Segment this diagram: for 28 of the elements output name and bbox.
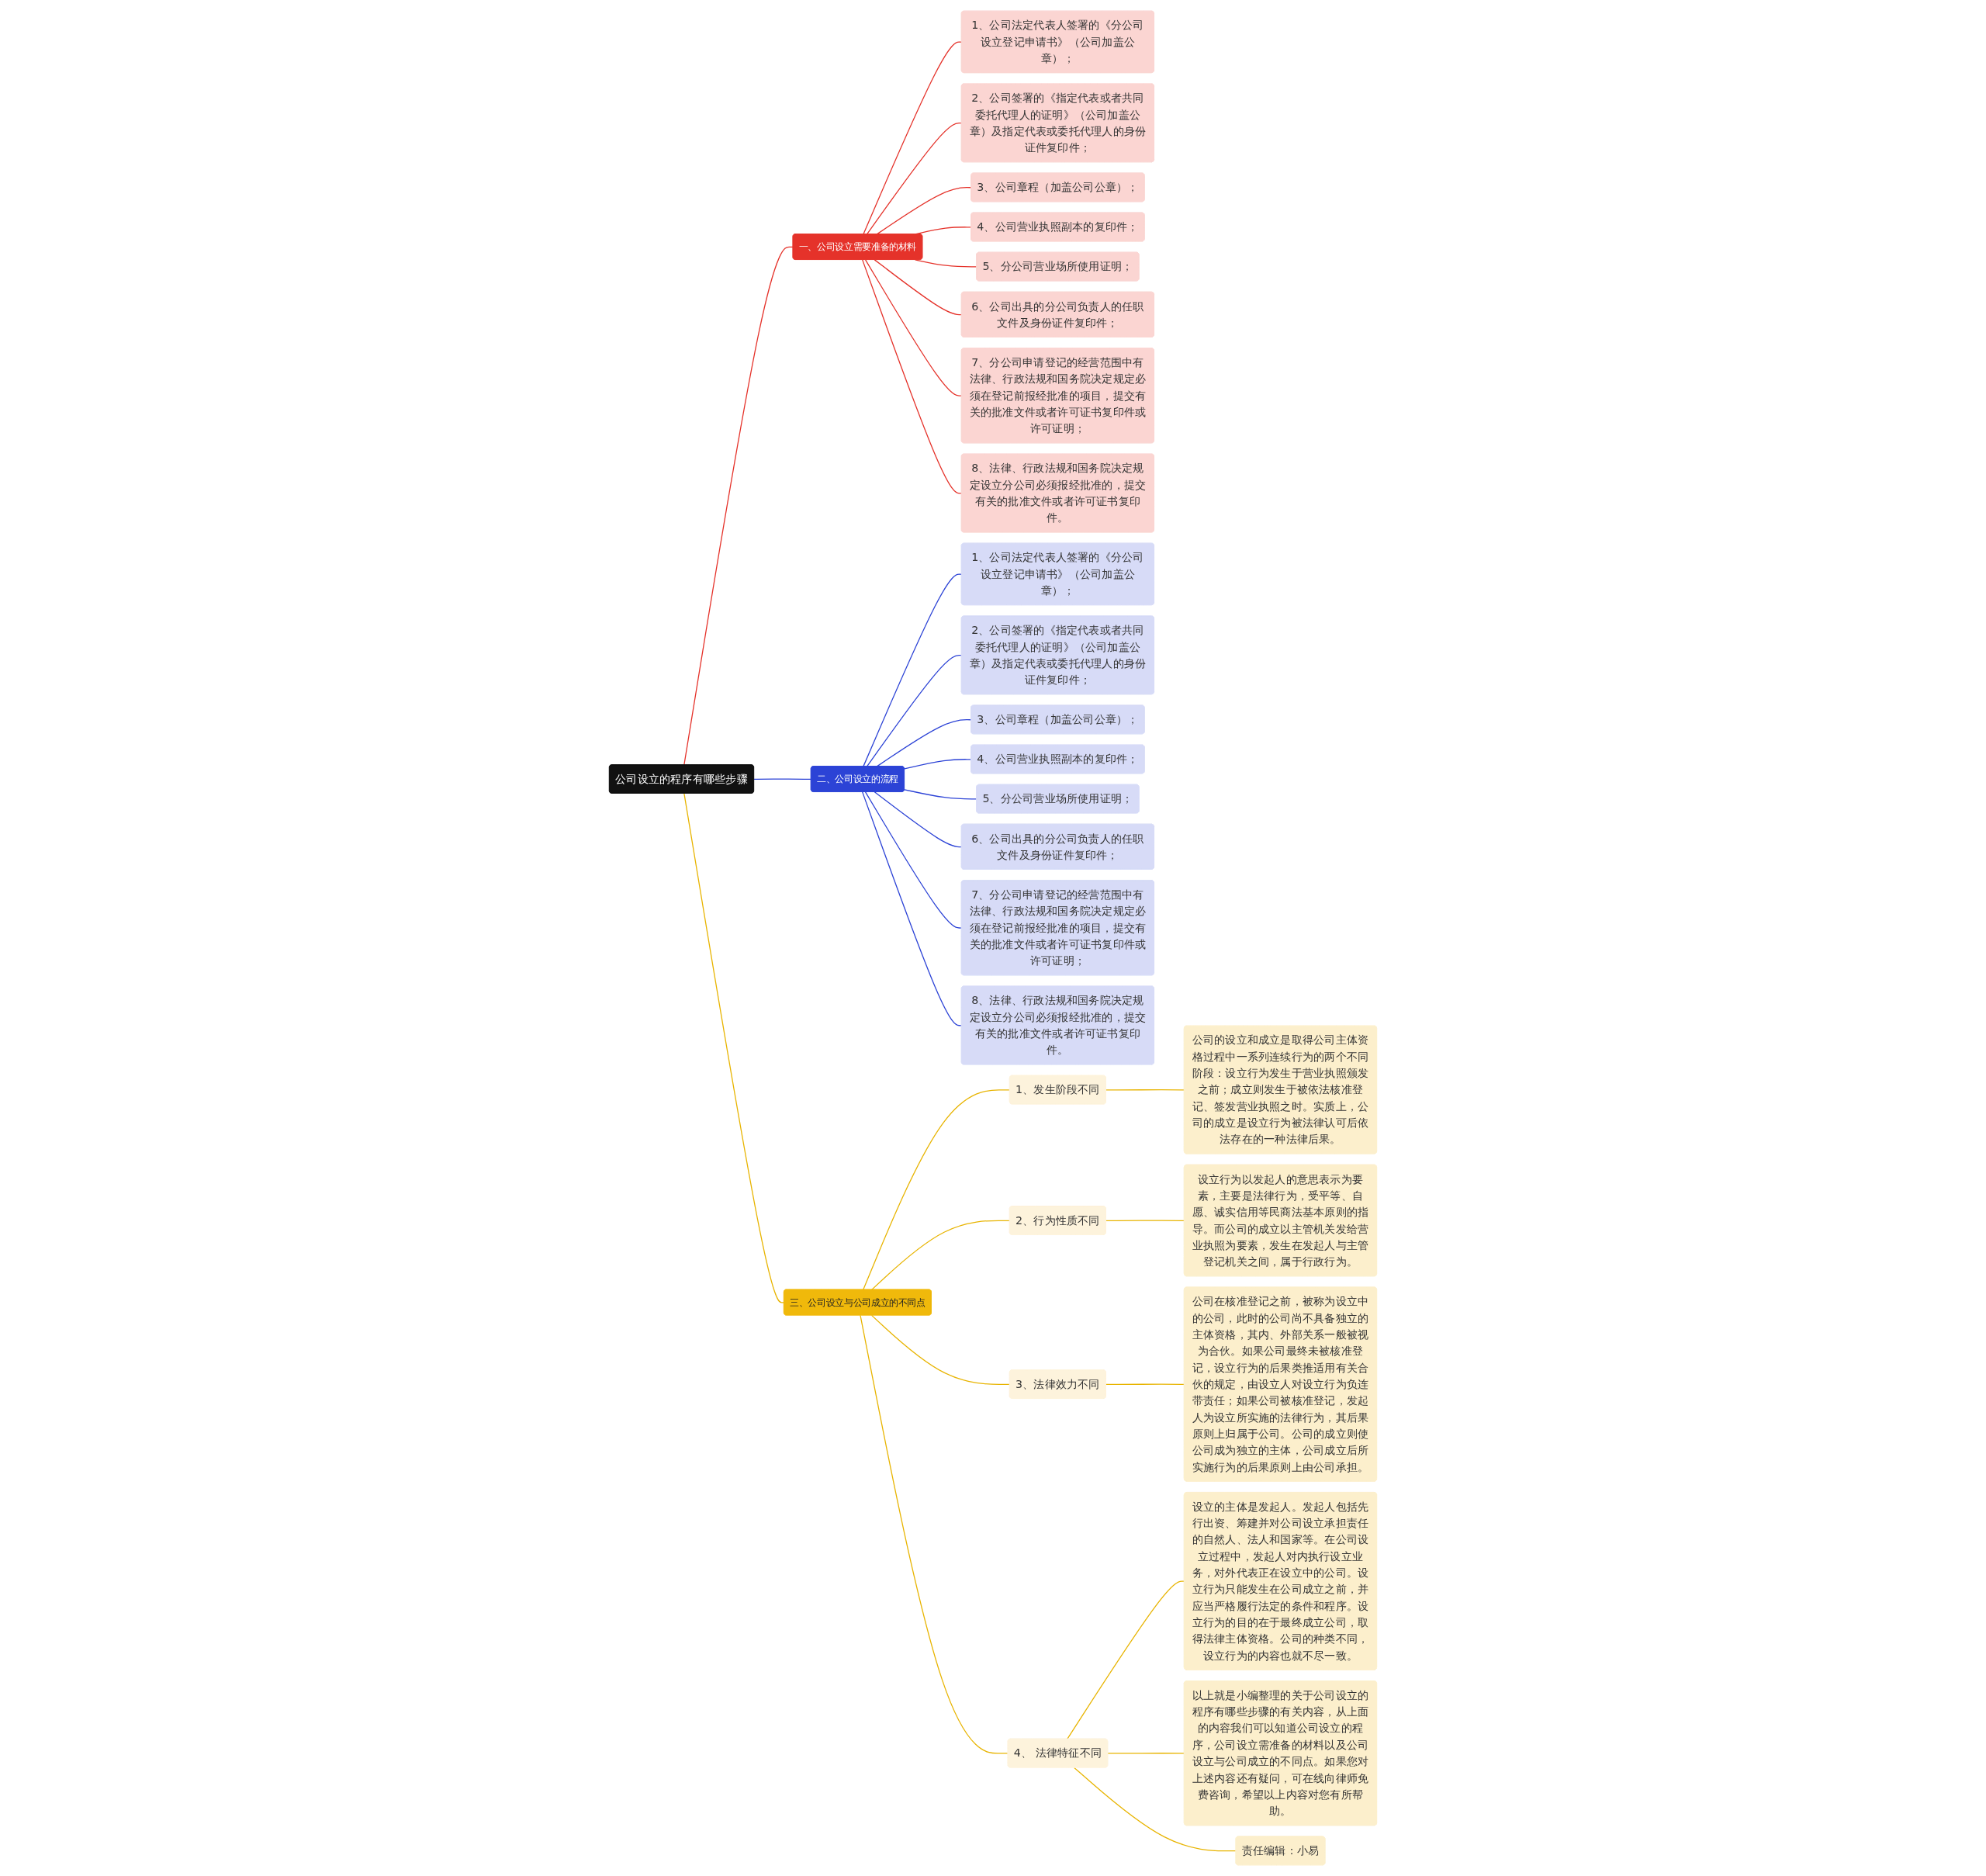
connector: [876, 719, 972, 767]
connector: [862, 791, 963, 1026]
connector: [863, 1089, 1011, 1291]
connector: [904, 789, 977, 800]
connector: [874, 791, 963, 848]
connector: [753, 778, 812, 780]
connector: [915, 259, 977, 268]
connector: [864, 259, 963, 396]
connector: [866, 654, 963, 767]
connector: [862, 259, 963, 494]
connector: [683, 246, 794, 766]
connector: [683, 793, 785, 1303]
connector: [1067, 1580, 1185, 1740]
connector: [871, 1314, 1011, 1386]
connector: [876, 187, 972, 235]
connector: [860, 1314, 1009, 1754]
connector: [863, 41, 963, 235]
connector: [874, 259, 963, 316]
connector: [863, 573, 963, 767]
connector: [1107, 1753, 1185, 1754]
connector: [871, 1220, 1011, 1291]
connector: [866, 122, 963, 235]
connector: [864, 791, 963, 929]
connector: [1105, 1383, 1185, 1386]
connector: [1074, 1767, 1237, 1852]
connector: [1105, 1089, 1185, 1091]
connector: [904, 759, 972, 770]
connector: [1105, 1220, 1185, 1221]
